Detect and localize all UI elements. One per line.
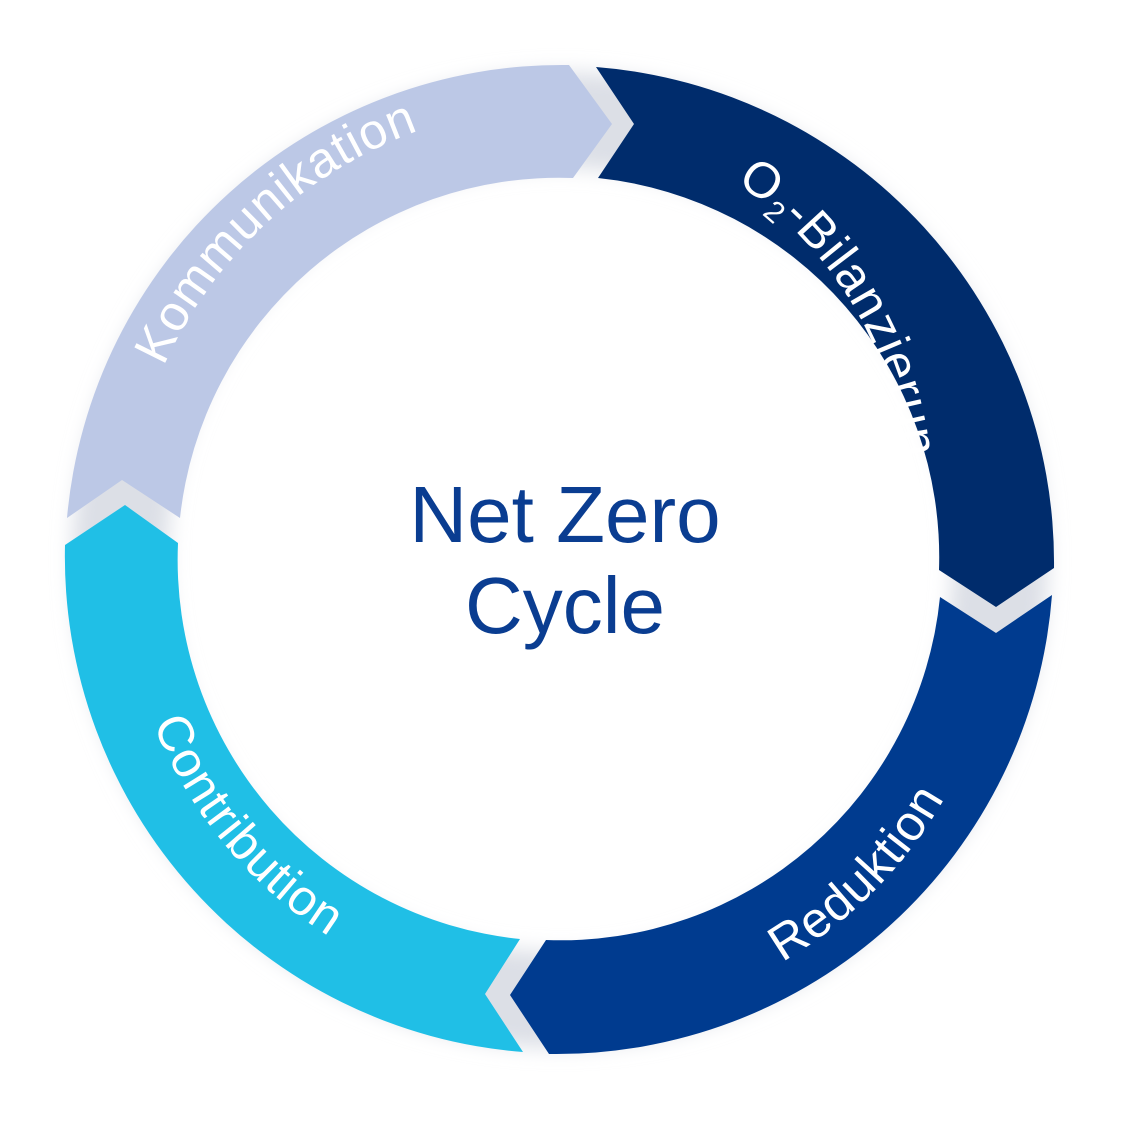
segment-reduktion[interactable]: [510, 595, 1052, 1055]
label-kommunikation: Kommunikation: [123, 88, 423, 371]
center-title-line2: Cycle: [465, 561, 665, 650]
center-title-line1: Net Zero: [409, 470, 720, 559]
segment-kommunikation[interactable]: [67, 64, 612, 519]
segment-contribution[interactable]: [64, 505, 524, 1052]
segment-co2-bilanzierung[interactable]: [596, 67, 1055, 607]
